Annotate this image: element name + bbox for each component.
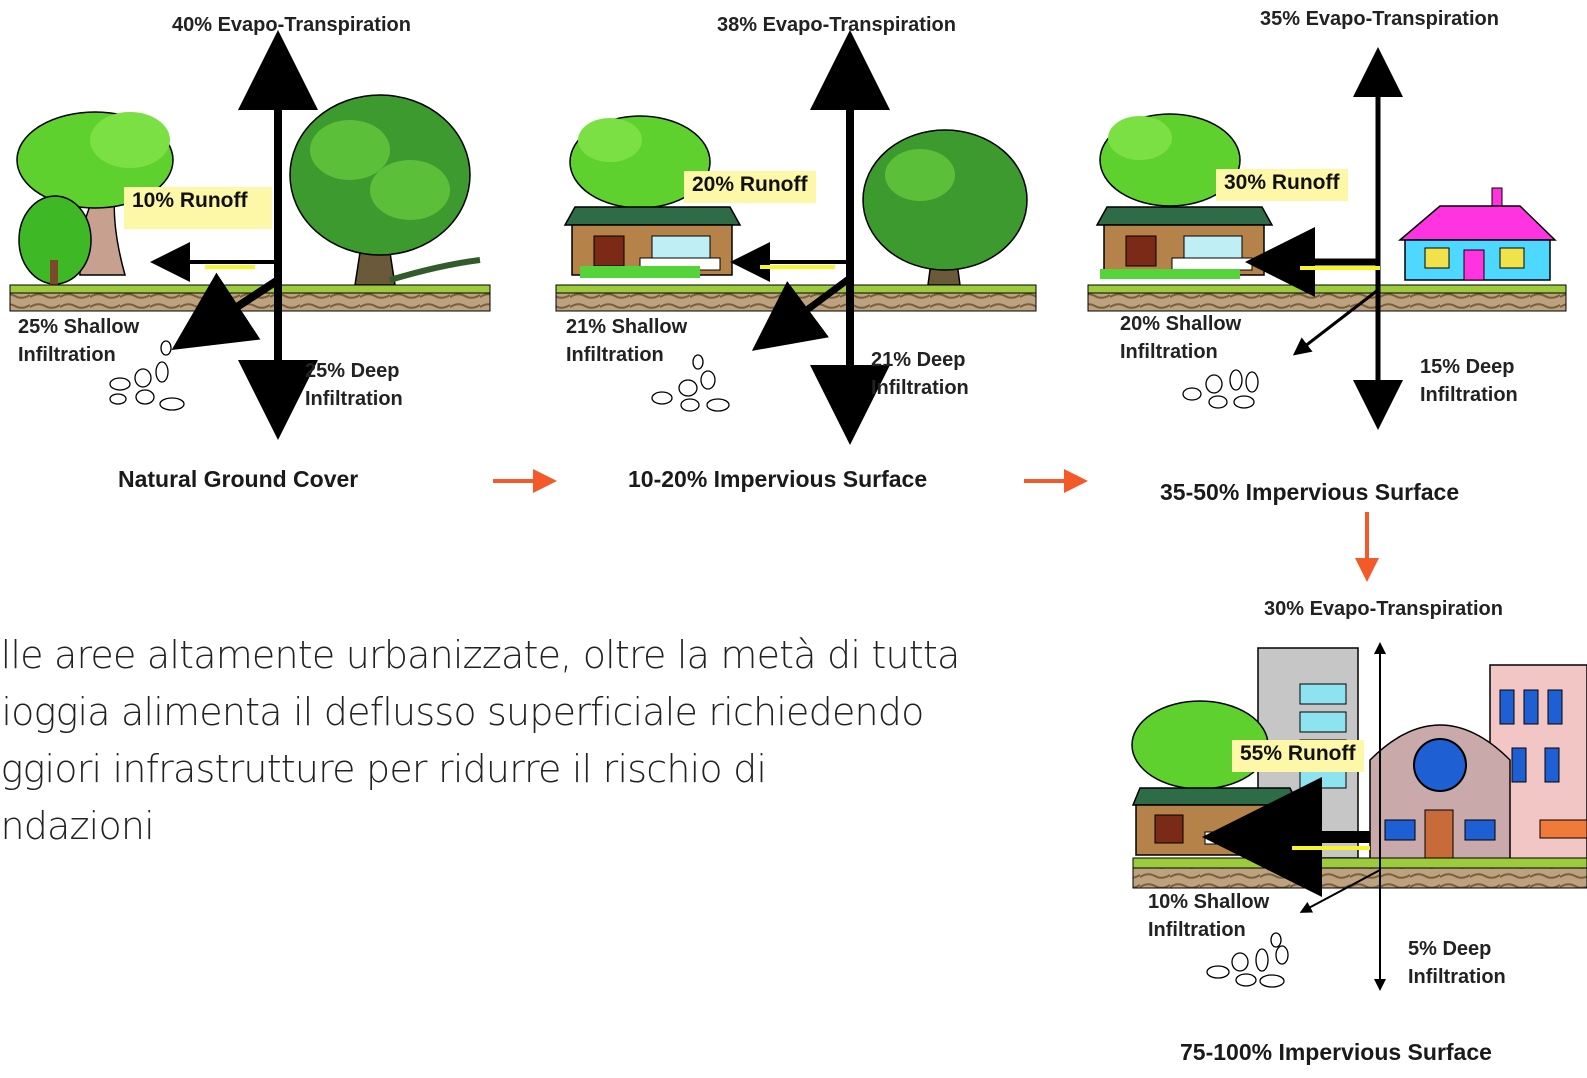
runoff-label: 55% Runoff: [1232, 740, 1364, 772]
panel-caption: 35-50% Impervious Surface: [1160, 479, 1460, 505]
panel-caption: 10-20% Impervious Surface: [628, 466, 928, 492]
house-icon: [1397, 187, 1557, 281]
panel-10-20: [555, 30, 1037, 445]
runoff-label: 20% Runoff: [684, 171, 816, 203]
evapo-label: 38% Evapo-Transpiration: [717, 14, 956, 36]
deep-infiltration-label: 25% Deep Infiltration: [305, 360, 403, 410]
pebbles-icon: [109, 340, 185, 411]
shallow-infiltration-label: 25% Shallow Infiltration: [18, 316, 140, 366]
shallow-infiltration-label: 10% Shallow Infiltration: [1148, 891, 1270, 941]
pebbles-icon: [1206, 932, 1289, 988]
pebbles-icon: [651, 354, 730, 412]
deep-infiltration-label: 15% Deep Infiltration: [1420, 356, 1518, 406]
tree-icon: [1099, 113, 1241, 207]
evapo-label: 30% Evapo-Transpiration: [1264, 598, 1503, 620]
building-icon: [1369, 664, 1587, 861]
tree-icon: [289, 94, 481, 286]
panel-natural: [9, 30, 491, 440]
panel-caption: 75-100% Impervious Surface: [1180, 1039, 1492, 1065]
deep-infiltration-label: 5% Deep Infiltration: [1408, 938, 1506, 988]
house-icon: [1131, 787, 1300, 856]
house-icon: [563, 206, 742, 276]
house-icon: [1095, 206, 1274, 276]
tree-icon: [16, 111, 174, 286]
shallow-infiltration-label: 20% Shallow Infiltration: [1120, 313, 1242, 363]
runoff-label: 30% Runoff: [1216, 169, 1348, 201]
deep-infiltration-label: 21% Deep Infiltration: [871, 349, 969, 399]
runoff-label: 10% Runoff: [124, 187, 272, 229]
evapo-label: 40% Evapo-Transpiration: [172, 14, 411, 36]
tree-icon: [569, 115, 711, 209]
evapo-label: 35% Evapo-Transpiration: [1260, 8, 1499, 30]
panel-35-50: [1087, 47, 1567, 430]
shallow-infiltration-label: 21% Shallow Infiltration: [566, 316, 688, 366]
pebbles-icon: [1182, 369, 1259, 409]
panel-caption: Natural Ground Cover: [118, 466, 359, 492]
tree-icon: [862, 129, 1028, 286]
